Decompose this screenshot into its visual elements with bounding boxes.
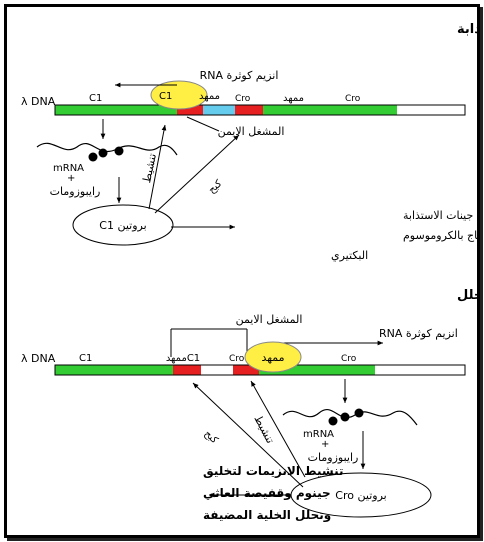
- lysis-rna-polymerase-label: انزيم كوثرة RNA: [379, 327, 458, 340]
- lysis-heading: • حالة التحلل: [457, 288, 477, 303]
- ribosome-3: [114, 146, 124, 156]
- lambda-regulation-diagram: • حالة الاستذابة λ DNA C1 C1 ممهد انزيم …: [21, 22, 477, 523]
- c1-promoter-box: [177, 105, 203, 115]
- activation-label: تنشيط: [140, 152, 159, 184]
- cro-label-1: Cro: [235, 94, 251, 104]
- rna-polymerase-oval: [150, 80, 208, 110]
- result-line-2: والاندماج بالكروموسوم: [403, 229, 477, 242]
- lysis-mrna-strand: [282, 409, 418, 426]
- lysis-c1-label: C1: [79, 353, 92, 364]
- lysis-activation-arrow: [250, 380, 306, 478]
- protein-c1-oval: [72, 204, 174, 246]
- lysis-c1-promoter-label: C1ممهد: [166, 353, 200, 364]
- activation-arrow: [148, 124, 167, 210]
- lysis-result-line-1: تنشيط الانزيمات لتخليق: [203, 464, 344, 478]
- result-line-1: تنشيط جينات الاستذابة: [403, 209, 477, 222]
- lysis-section: • حالة التحلل المشغل الايمن انزيم كوثرة …: [21, 288, 477, 523]
- cro-promoter-box: [235, 105, 263, 115]
- right-operator-label: المشغل الايمن: [218, 125, 285, 138]
- protein-c1-label: بروتين C1: [99, 219, 146, 232]
- lysis-result-line-2: جينوم وقفيصة العاثي: [203, 486, 331, 501]
- inhibition-arrow: [154, 134, 240, 214]
- lysis-rna-polymerase-oval: [244, 341, 302, 373]
- lysis-cro-promoter-box: [233, 365, 259, 375]
- result-line-3: البكتيري: [331, 249, 368, 262]
- lysogeny-heading: • حالة الاستذابة: [457, 22, 477, 37]
- lysis-mrna-label: mRNA: [303, 429, 334, 440]
- lysis-plus-sign: +: [321, 439, 329, 450]
- lysis-c1-promoter-box: [173, 365, 201, 375]
- lysis-cro-label-1: Cro: [229, 354, 245, 364]
- right-operator-leader: [186, 116, 220, 132]
- lysis-ribosome-2: [340, 412, 350, 422]
- ribosome-1: [88, 152, 98, 162]
- lysis-ribosome-3: [354, 408, 364, 418]
- lysis-cro-gene: [259, 365, 375, 375]
- lysis-inhibition-label: كبح: [202, 428, 220, 446]
- rna-polymerase-label: انزيم كوثرة RNA: [200, 69, 279, 82]
- figure-frame: • حالة الاستذابة λ DNA C1 C1 ممهد انزيم …: [4, 4, 480, 538]
- dna-label: λ DNA: [21, 95, 56, 108]
- lysis-activation-label: تنشيط: [251, 413, 277, 446]
- cro-gene: [263, 105, 397, 115]
- lysis-ribosomes-label: رايبوزومات: [308, 451, 359, 464]
- inhibition-label: كبح: [206, 178, 224, 196]
- lysis-inhibition-arrow: [192, 382, 304, 488]
- lysis-c1-gene: [55, 365, 173, 375]
- c1-oval-label: C1: [159, 91, 172, 102]
- lysis-cro-label-2: Cro: [341, 354, 357, 364]
- lysogeny-section: • حالة الاستذابة λ DNA C1 C1 ممهد انزيم …: [21, 22, 477, 262]
- plus-sign: +: [67, 173, 75, 184]
- c1-gene-label: C1: [89, 93, 102, 104]
- lysis-dna-label: λ DNA: [21, 352, 56, 365]
- c1-gene: [55, 105, 197, 115]
- mrna-label: mRNA: [53, 163, 84, 174]
- operator-spacer: [203, 105, 235, 115]
- protein-cro-label: بروتين Cro: [335, 489, 386, 502]
- c1-promoter-label: ممهد: [199, 91, 220, 102]
- lysis-right-operator-label: المشغل الايمن: [236, 313, 303, 326]
- cro-promoter-label: ممهد: [283, 93, 304, 104]
- lysis-cro-promoter-label: ممهد: [261, 351, 284, 364]
- lysis-result-line-3: وتحلل الخلية المضيفة: [203, 508, 331, 523]
- cro-label-2: Cro: [345, 94, 361, 104]
- ribosomes-label: رايبوزومات: [50, 185, 101, 198]
- ribosome-2: [98, 148, 108, 158]
- lysis-ribosome-1: [328, 416, 338, 426]
